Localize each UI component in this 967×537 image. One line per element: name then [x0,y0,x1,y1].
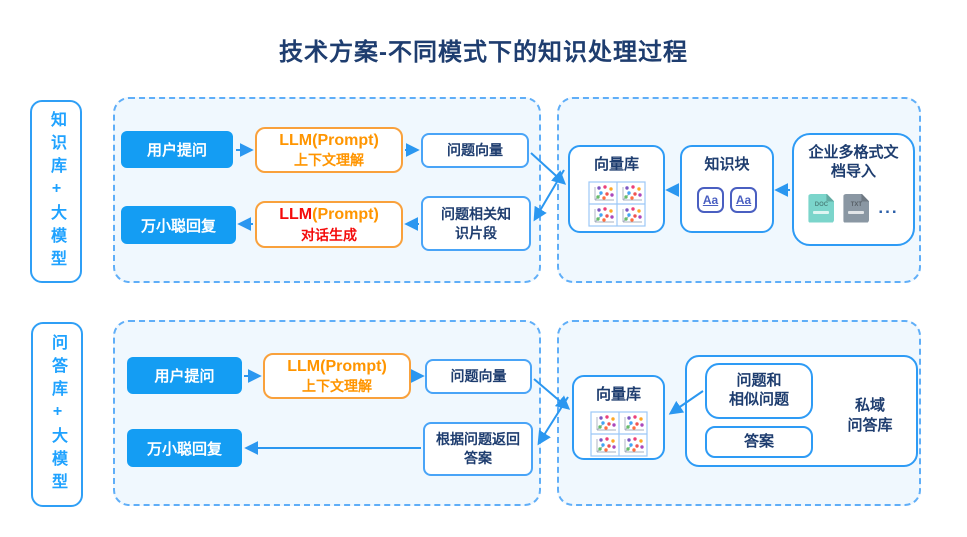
side-label-qa-base: 问答库+大模型 [31,322,83,507]
question-vector-box: 问题向量 [421,133,529,168]
txt-file-icon: TXT [843,193,870,223]
llm-context-box: LLM(Prompt) 上下文理解 [263,353,411,399]
knowledge-chunk-label: 知识块 [704,156,750,173]
question-vector-label: 问题向量 [447,142,503,159]
doc-import-label: 企业多格式文 档导入 [808,144,899,180]
llm-dialog-line2: 对话生成 [301,226,357,243]
reply-label: 万小聪回复 [140,217,216,235]
side-label-text: 问答库+大模型 [49,333,66,496]
chunk-icons-row: Aa Aa [697,186,757,213]
answer-box: 答案 [705,426,813,458]
doc-import-box: 企业多格式文 档导入 DOC TXT ... [792,133,915,246]
related-knowledge-line1: 问题相关知 [441,205,511,222]
llm-context-line1: LLM(Prompt) [279,131,379,149]
llm-dialog-line1: LLM(Prompt) [279,205,379,226]
reply-box: 万小聪回复 [121,206,236,244]
return-answer-line1: 根据问题返回 [436,431,520,448]
doc-file-icon: DOC [808,193,835,223]
doc-icons-row: DOC TXT ... [808,193,899,223]
llm-context-line2: 上下文理解 [302,378,372,395]
questions-line1: 问题和 [736,372,782,390]
text-chunk-aa-icon: Aa [730,186,757,213]
private-qa-label: 私域 问答库 [847,397,893,435]
vector-db-label: 向量库 [593,156,639,173]
text-chunk-aa-icon: Aa [697,186,724,213]
llm-dialog-box: LLM(Prompt) 对话生成 [255,201,403,248]
question-vector-label: 问题向量 [450,368,507,385]
related-knowledge-box: 问题相关知 识片段 [421,196,531,251]
llm-context-box: LLM(Prompt) 上下文理解 [255,127,403,173]
llm-context-line2: 上下文理解 [294,152,364,169]
reply-box: 万小聪回复 [127,429,242,467]
ellipsis-icon: ... [878,198,899,217]
vector-scatter-icon [589,411,648,462]
user-question-box: 用户提问 [127,357,242,394]
vector-db-box: 向量库 [572,375,665,460]
user-question-label: 用户提问 [146,142,207,159]
page-title: 技术方案-不同模式下的知识处理过程 [279,39,688,66]
reply-label: 万小聪回复 [146,440,222,458]
related-knowledge-line2: 识片段 [455,224,497,241]
side-label-knowledge-base: 知识库+大模型 [30,100,82,283]
return-answer-line2: 答案 [464,450,492,466]
row1-left-panel [113,97,541,283]
user-question-label: 用户提问 [154,368,215,385]
questions-box: 问题和 相似问题 [705,363,813,419]
vector-db-box: 向量库 [568,145,665,233]
knowledge-chunk-box: 知识块 Aa Aa [680,145,774,233]
llm-dialog-prompt-text: (Prompt) [312,206,379,223]
llm-context-line1: LLM(Prompt) [287,357,387,375]
side-label-text: 知识库+大模型 [48,110,65,273]
llm-dialog-llm-text: LLM [279,206,313,223]
vector-db-label: 向量库 [595,386,641,403]
answer-label: 答案 [743,432,774,450]
question-vector-box: 问题向量 [425,359,532,394]
user-question-box: 用户提问 [121,131,233,168]
questions-line2: 相似问题 [728,391,789,408]
vector-scatter-icon [587,181,646,232]
return-answer-box: 根据问题返回 答案 [423,422,533,476]
row2-left-panel [113,320,541,506]
